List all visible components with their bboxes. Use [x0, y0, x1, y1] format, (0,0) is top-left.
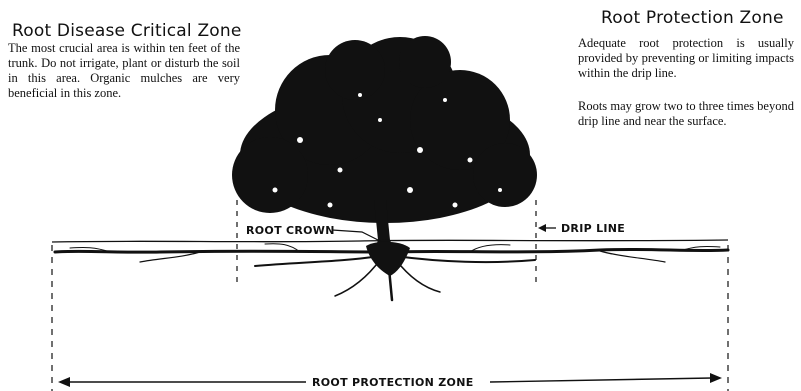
- drip-line-label: DRIP LINE: [561, 222, 625, 235]
- root-crown-pointer: [332, 230, 378, 240]
- drip-line-arrow: [538, 224, 556, 232]
- tree-canopy-illustration: [232, 36, 537, 223]
- root-crown-mass: [366, 242, 410, 276]
- root-crown-label: ROOT CROWN: [246, 224, 335, 237]
- root-protection-zone-label: ROOT PROTECTION ZONE: [312, 376, 474, 389]
